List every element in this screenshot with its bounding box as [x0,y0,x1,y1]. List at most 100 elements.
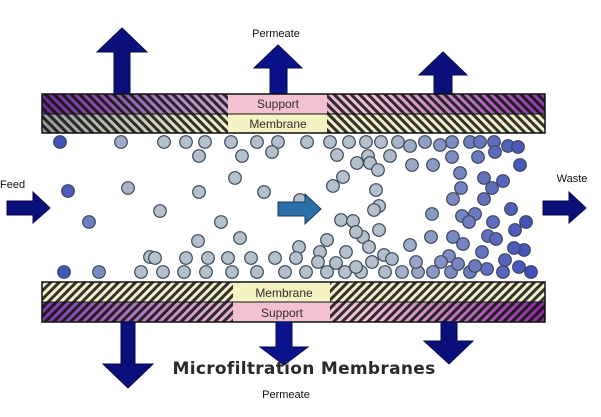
particle [454,181,468,195]
particle [336,170,350,184]
particle [403,238,417,252]
particle [299,265,313,279]
particle [61,184,75,198]
feed-arrow-icon [6,190,51,225]
particle [339,245,353,259]
permeate-label-top: Permeate [252,28,300,40]
particle [156,265,170,279]
particle [367,203,381,217]
particle [434,255,448,269]
particle [244,251,258,265]
particle [201,251,215,265]
arrow-down-icon [422,321,475,365]
particle [228,171,242,185]
particle [334,213,348,227]
particle [349,225,363,239]
particle [425,207,439,221]
particle [424,230,438,244]
particle [496,265,510,279]
particle [496,174,510,188]
particle [480,262,494,276]
top-membrane-label: Membrane [249,117,307,131]
particle [153,204,167,218]
particle [326,179,340,193]
particle [462,215,476,229]
bottom-support-label: Support [261,306,304,320]
particle [191,234,205,248]
waste-label: Waste [557,173,588,185]
particles [53,135,538,279]
particle [134,265,148,279]
particle [511,140,525,154]
particle [418,135,432,149]
diagram-title: Microfiltration Membranes [172,359,435,379]
particle [372,223,386,237]
bottom-membrane-label: Membrane [255,286,313,300]
top-support-label: Support [257,97,300,111]
particle [508,223,522,237]
particle [486,215,500,229]
particle [403,139,417,153]
particle [385,252,399,266]
particle [121,181,135,195]
particle [323,135,337,149]
particle [489,232,503,246]
particle [477,171,491,185]
particle [198,135,212,149]
particle [148,251,162,265]
particle [278,265,292,279]
particle [504,202,518,216]
particle [371,163,385,177]
particle [82,215,96,229]
particle [342,135,356,149]
particle [199,265,213,279]
particle [289,251,303,265]
particle [329,256,343,270]
particle [320,233,334,247]
particle [365,255,379,269]
arrow-up-icon [252,44,304,95]
particle [114,135,128,149]
arrow-down-icon [258,321,310,366]
particle [456,237,470,251]
bottom-membrane-layer: Membrane Support [41,281,546,323]
particle [330,148,344,162]
particle [268,251,282,265]
particle [265,145,279,159]
particle [92,265,106,279]
particle [409,255,423,269]
particle [468,259,482,273]
particle [320,265,334,279]
particle [395,265,409,279]
particle [405,158,419,172]
particle [473,135,487,149]
particle [235,149,249,163]
particle [349,260,363,274]
particle [477,192,491,206]
permeate-arrows-top [95,27,469,95]
particle [57,265,71,279]
particle [471,150,485,164]
particle [488,145,502,159]
arrow-down-icon [101,321,155,389]
top-membrane-layer: Support Membrane [41,93,546,134]
particle [445,150,459,164]
particle [426,158,440,172]
particle [383,149,397,163]
waste-arrow-icon [542,190,587,225]
particle [257,185,271,199]
particle [224,135,238,149]
particle [426,265,440,279]
particle [192,185,206,199]
particle [350,156,364,170]
particle [374,135,388,149]
feed-label: Feed [0,179,25,191]
particle [221,251,235,265]
particle [192,149,206,163]
particle [53,135,67,149]
particle [446,192,460,206]
particle [369,183,383,197]
particle [519,215,533,229]
particle [214,215,228,229]
